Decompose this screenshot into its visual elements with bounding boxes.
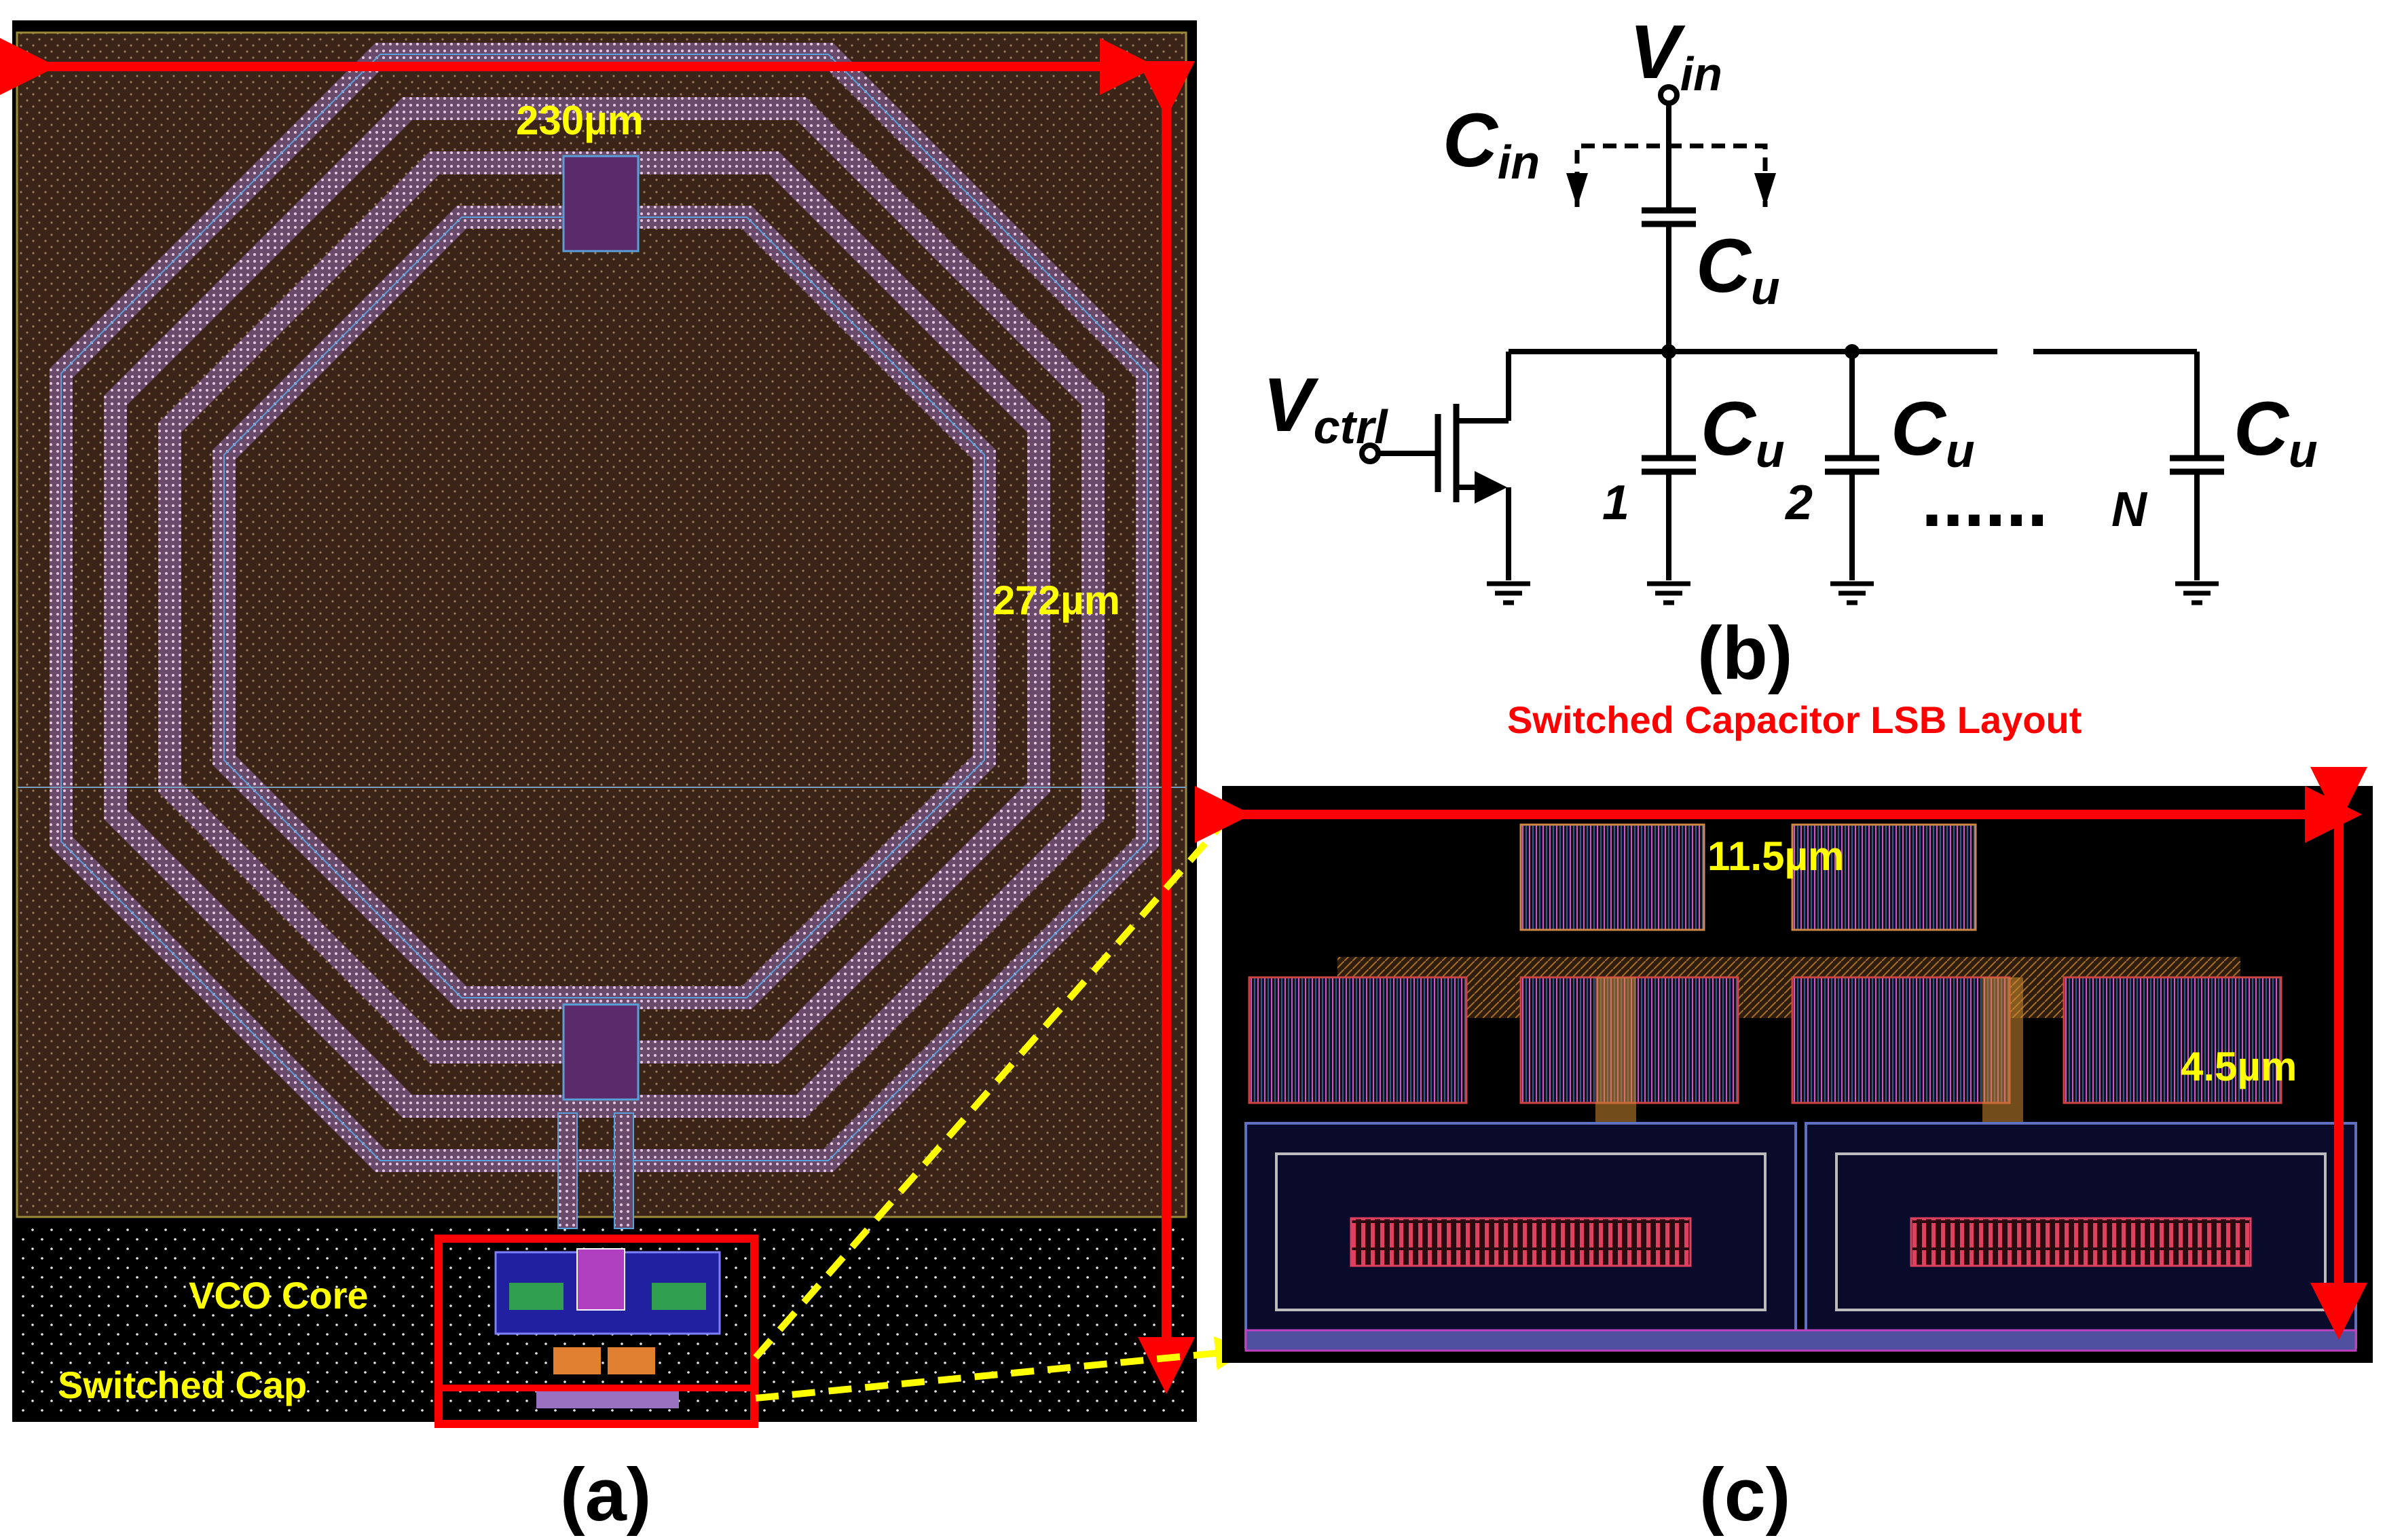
inductor-crossover-top (562, 155, 640, 252)
cap1-label: Cu (1701, 386, 1785, 477)
cap-array-bottom (1244, 1122, 2357, 1352)
inductor-feed-right (614, 1112, 634, 1229)
cell-mid-3 (1791, 976, 2011, 1104)
capn-main: C (2234, 386, 2290, 471)
cap-cin-sub: u (1751, 261, 1780, 314)
c-height-dimension-label: 4.5µm (2181, 1044, 2297, 1089)
zoom-connector (753, 795, 1249, 1402)
ground-symbol-cap1 (1647, 581, 1690, 605)
panel-b-schematic: Vin Cin Cu Vctrl Cu 1 (1263, 10, 2318, 695)
cap-fingers-left (1350, 1217, 1692, 1267)
vin-sub: in (1680, 48, 1722, 100)
cap-fingers-right (1910, 1217, 2252, 1267)
width-dimension-label: 230µm (516, 98, 644, 143)
cap1-main: C (1701, 386, 1757, 471)
cap2-index: 2 (1784, 476, 1813, 530)
vco-core-circuit (494, 1248, 721, 1408)
vco-core-highlight-box (435, 1235, 758, 1428)
panel-c-caption: (c) (1699, 1453, 1790, 1537)
vctrl-main: V (1263, 362, 1319, 447)
cap-array-bottom-rail (1244, 1329, 2357, 1352)
zoom-line-top (753, 795, 1247, 1360)
vco-core-right-device (652, 1283, 706, 1310)
panel-a-layout: VCO Core Switched Cap 230µm 272µm (a) (0, 20, 1197, 1537)
cap1-sub: u (1756, 424, 1785, 477)
panel-c-layout: Switched Capacitor LSB Layout (1195, 698, 2373, 1537)
panel-c-title: Switched Capacitor LSB Layout (1507, 698, 2082, 741)
cin-arrow-left (1566, 173, 1588, 207)
capn-label: Cu (2234, 386, 2318, 477)
panel-b-caption: (b) (1697, 612, 1792, 695)
vco-core-varactor-left (553, 1347, 601, 1374)
inductor-turn-inner-edge (223, 217, 985, 998)
ground-symbol-cap2 (1830, 581, 1874, 605)
cap1-index: 1 (1602, 476, 1629, 530)
ground-symbol-capn (2175, 581, 2219, 605)
ground-symbol-mos (1487, 581, 1530, 605)
vin-label: Vin (1629, 10, 1722, 100)
capn-index: N (2111, 483, 2148, 537)
inductor-turn-2 (104, 97, 1105, 1118)
vco-core-left-device (509, 1283, 563, 1310)
inductor-turn-outer-edge (60, 54, 1148, 1161)
cin-arrow-right (1754, 173, 1776, 207)
vctrl-label: Vctrl (1263, 362, 1388, 453)
height-dimension-label: 272µm (993, 578, 1120, 623)
cap2-label: Cu (1891, 386, 1975, 477)
vco-core-label: VCO Core (189, 1274, 369, 1317)
vin-main: V (1629, 10, 1686, 94)
panel-a-caption: (a) (560, 1453, 651, 1537)
capn-sub: u (2289, 424, 2318, 477)
cell-mid-4 (2063, 976, 2282, 1104)
switched-cap-label: Switched Cap (58, 1364, 307, 1406)
ellipsis-dots: ...... (1921, 457, 2048, 542)
spiral-inductor (50, 43, 1159, 1172)
vco-core-varactor-right (608, 1347, 655, 1374)
cin-label: Cin (1443, 98, 1540, 189)
cap2-sub: u (1946, 424, 1975, 477)
zoom-line-bottom (755, 1336, 1249, 1402)
cell-mid-1 (1248, 976, 1468, 1104)
cell-top-left (1519, 823, 1705, 931)
cap-cin-label: Cu (1696, 223, 1780, 314)
inductor-feed-left (557, 1112, 578, 1229)
cap-cin-main: C (1696, 223, 1752, 308)
cap2-main: C (1891, 386, 1947, 471)
vctrl-terminal (1359, 443, 1381, 464)
cin-sub: in (1498, 136, 1540, 189)
c-width-dimension-label: 11.5µm (1707, 833, 1844, 879)
cap-array-left-inner (1275, 1152, 1767, 1311)
cin-main: C (1443, 98, 1499, 183)
vco-core-center-device (576, 1248, 625, 1311)
vctrl-sub: ctrl (1314, 400, 1388, 453)
inductor-crossover-bottom (562, 1003, 640, 1101)
inductor-turn-3 (158, 151, 1050, 1064)
